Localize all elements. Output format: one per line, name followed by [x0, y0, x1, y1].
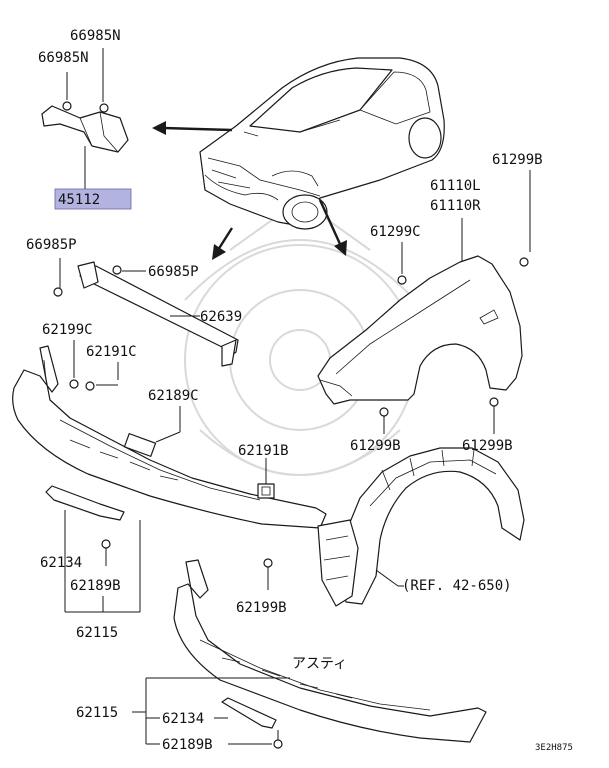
lower-cover-aste [132, 559, 487, 749]
label-62639: 62639 [200, 309, 242, 325]
car-illustration [199, 57, 445, 230]
lip-62134-left [45, 485, 141, 613]
label-61299c: 61299C [370, 224, 421, 240]
callout-labels: 66985N 66985N 45112 66985P 66985P 62639 … [26, 28, 573, 753]
clip-62191b [257, 458, 275, 499]
label-62189b-lower: 62189B [162, 737, 213, 753]
diagram-code: 3E2H875 [535, 743, 573, 753]
label-66985p-right: 66985P [148, 264, 199, 280]
arrows [152, 121, 347, 260]
label-62191b: 62191B [238, 443, 289, 459]
bar-62639 [53, 258, 239, 367]
lower-cover-upper [12, 340, 327, 529]
label-62134-lower: 62134 [162, 711, 204, 727]
label-62115-upper: 62115 [76, 625, 118, 641]
screw-62199b [263, 558, 273, 590]
label-66985n-top: 66985N [70, 28, 121, 44]
label-aste: アスティ [292, 656, 347, 672]
label-61110l: 61110L [430, 178, 481, 194]
label-ref-42-650: (REF. 42-650) [402, 578, 512, 594]
bracket-45112 [41, 48, 129, 190]
inner-liner [317, 447, 525, 607]
label-66985n-second: 66985N [38, 50, 89, 66]
label-62189b-upper: 62189B [70, 578, 121, 594]
label-61299b-top: 61299B [492, 152, 543, 168]
label-61299b-right: 61299B [462, 438, 513, 454]
watermark-emblem [184, 198, 416, 476]
label-62199c: 62199C [42, 322, 93, 338]
label-62115-lower: 62115 [76, 705, 118, 721]
label-61299b-left: 61299B [350, 438, 401, 454]
label-62199b: 62199B [236, 600, 287, 616]
label-62189c: 62189C [148, 388, 199, 404]
label-66985p-left: 66985P [26, 237, 77, 253]
label-62191c: 62191C [86, 344, 137, 360]
label-61110r: 61110R [430, 198, 481, 214]
fender-61110 [317, 170, 531, 434]
highlight-45112 [54, 188, 132, 210]
label-62134-upper: 62134 [40, 555, 82, 571]
label-45112: 45112 [58, 192, 100, 208]
